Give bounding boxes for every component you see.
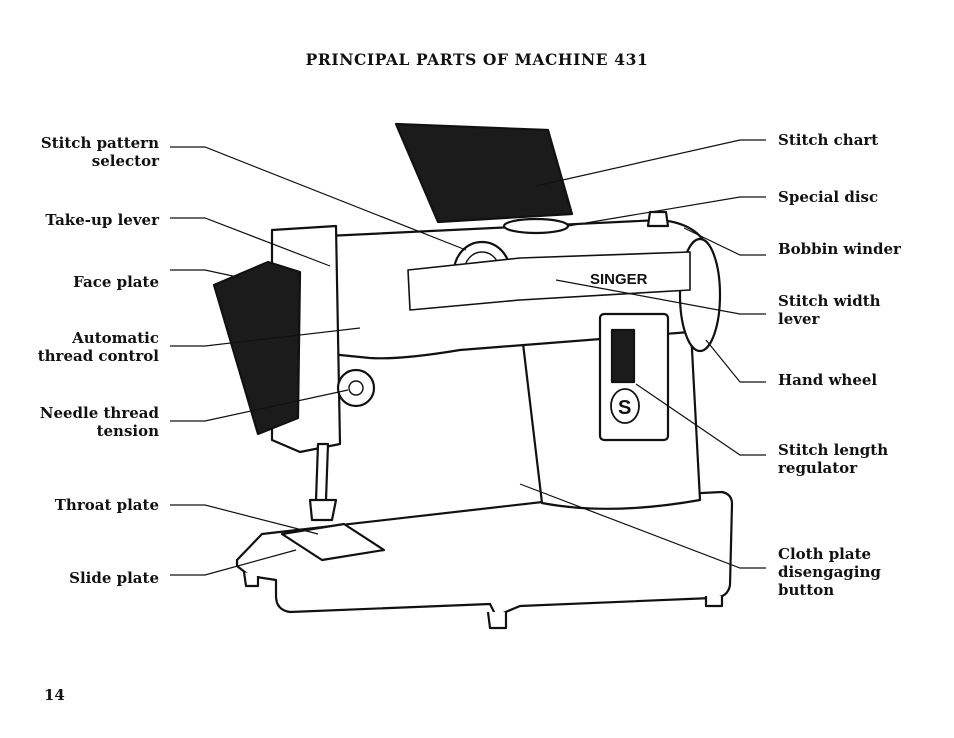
label-slide-plate: Slide plate: [69, 569, 159, 587]
label-cloth-plate-disengaging-button: Cloth plate disengaging button: [778, 545, 881, 599]
stitch-chart-panel: [394, 122, 574, 224]
leader-slide-plate: [170, 549, 297, 576]
leader-automatic-thread-control: [170, 327, 361, 347]
label-special-disc: Special disc: [778, 188, 879, 206]
leader-stitch-pattern-selector: [170, 146, 467, 251]
special-disc-shape: [502, 217, 570, 235]
leader-stitch-chart: [535, 139, 766, 187]
leader-cloth-plate-disengaging-button: [519, 483, 766, 569]
leader-face-plate: [170, 269, 243, 279]
label-needle-thread-tension: Needle thread tension: [39, 404, 159, 440]
page-title: PRINCIPAL PARTS OF MACHINE 431: [305, 50, 649, 69]
label-hand-wheel: Hand wheel: [778, 371, 878, 389]
label-stitch-pattern-selector: Stitch pattern selector: [40, 134, 159, 170]
label-stitch-width-lever: Stitch width lever: [778, 292, 881, 328]
leader-stitch-length-regulator: [635, 383, 766, 456]
brand-logo-text: SINGER: [590, 271, 648, 288]
label-throat-plate: Throat plate: [54, 496, 159, 514]
label-stitch-chart: Stitch chart: [778, 131, 879, 149]
leader-needle-thread-tension: [170, 389, 349, 422]
label-automatic-thread-control: Automatic thread control: [37, 329, 159, 365]
base-feet: [242, 571, 724, 630]
label-stitch-length-regulator: Stitch length regulator: [778, 441, 889, 477]
face-plate-shape: [212, 260, 302, 436]
leader-stitch-width-lever: [555, 279, 766, 315]
label-bobbin-winder: Bobbin winder: [778, 240, 901, 258]
badge-letter: S: [618, 397, 631, 419]
leader-throat-plate: [170, 504, 319, 535]
label-take-up-lever: Take-up lever: [45, 211, 159, 229]
leader-bobbin-winder: [683, 227, 766, 256]
leader-special-disc: [567, 196, 766, 227]
leader-take-up-lever: [170, 217, 331, 267]
page-number: 14: [44, 686, 65, 704]
leader-lines: [170, 139, 766, 576]
leader-hand-wheel: [705, 339, 766, 383]
label-face-plate: Face plate: [73, 273, 159, 291]
